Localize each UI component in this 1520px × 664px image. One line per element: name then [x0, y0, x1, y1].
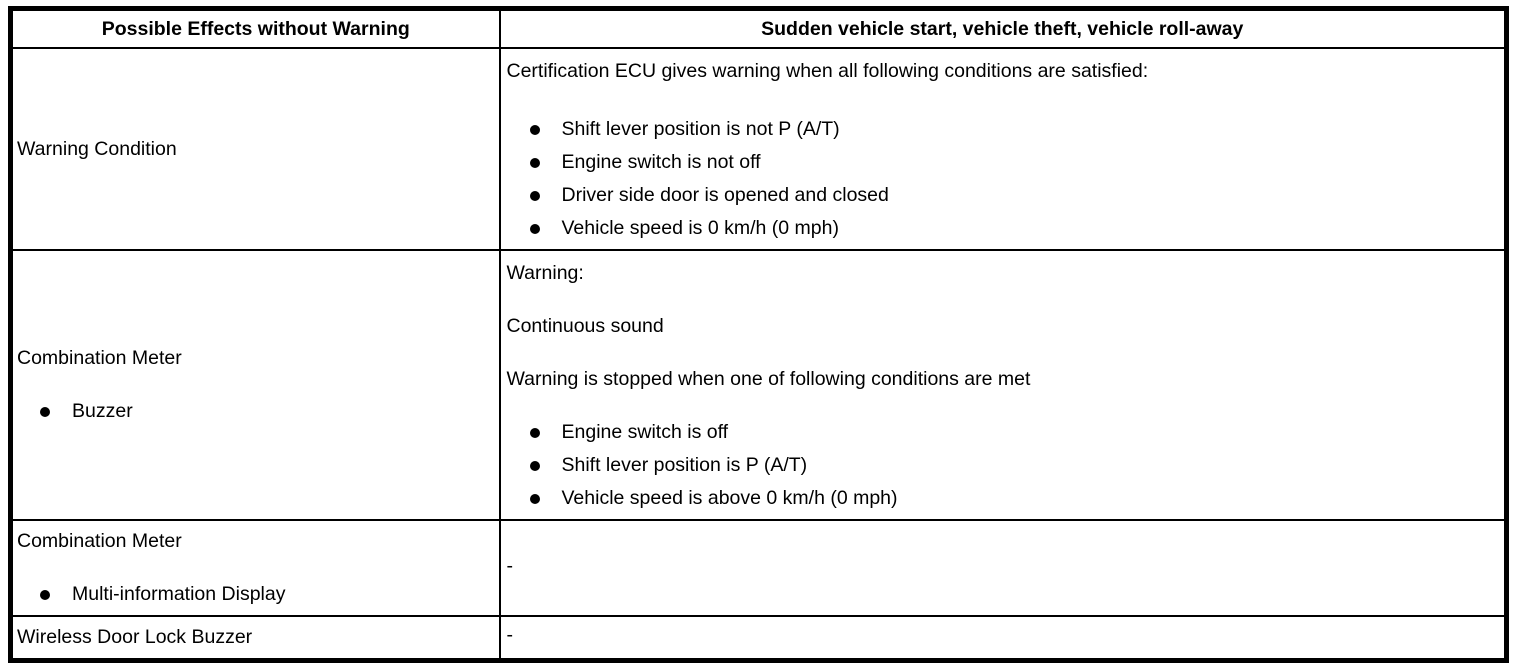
dash-value: - — [506, 554, 514, 577]
list-item-text: Driver side door is opened and closed — [561, 184, 889, 206]
table-row-wireless-door-lock-buzzer: Wireless Door Lock Buzzer - — [9, 615, 1508, 662]
bullet-icon — [40, 406, 50, 417]
bullet-icon — [529, 460, 540, 471]
warning-detail-cell: - — [498, 615, 1508, 662]
table-row-multi-information-display: Combination Meter Multi-information Disp… — [9, 519, 1508, 617]
warning-detail-cell: Certification ECU gives warning when all… — [498, 47, 1508, 251]
table-header: Possible Effects without Warning Sudden … — [9, 7, 1508, 49]
dash-value: - — [506, 624, 514, 646]
list-item-text: Multi-information Display — [72, 583, 286, 605]
warning-detail-cell: - — [498, 519, 1508, 617]
bullet-icon — [529, 124, 540, 135]
effect-label-cell: Wireless Door Lock Buzzer — [9, 615, 501, 662]
effect-label-cell: Combination Meter Multi-information Disp… — [9, 519, 501, 617]
effect-label: Warning Condition — [17, 137, 177, 160]
bullet-icon — [529, 157, 540, 168]
effect-label-cell: Warning Condition — [9, 47, 501, 251]
effect-label: Combination Meter — [17, 530, 182, 552]
bullet-icon — [529, 427, 540, 438]
bullet-icon — [529, 493, 540, 504]
list-item: Driver side door is opened and closed — [507, 179, 1497, 212]
list-item-text: Engine switch is off — [561, 421, 729, 443]
list-item: Shift lever position is not P (A/T) — [507, 113, 1497, 146]
bullet-icon — [529, 190, 540, 201]
table-body: Warning Condition Certification ECU give… — [9, 47, 1508, 662]
warning-paragraph: Warning is stopped when one of following… — [506, 368, 1031, 390]
warning-detail-cell: Warning: Continuous sound Warning is sto… — [498, 249, 1508, 521]
list-item: Vehicle speed is above 0 km/h (0 mph) — [507, 482, 1497, 515]
bullet-icon — [40, 589, 50, 600]
effect-label: Wireless Door Lock Buzzer — [17, 626, 253, 648]
table-row-buzzer: Combination Meter Buzzer Warning: Contin… — [9, 249, 1508, 521]
header-effects-cell: Possible Effects without Warning — [9, 7, 501, 49]
effect-label: Combination Meter — [17, 347, 182, 369]
header-row: Possible Effects without Warning Sudden … — [9, 7, 1508, 49]
list-item-text: Vehicle speed is above 0 km/h (0 mph) — [561, 487, 898, 509]
list-item: Engine switch is not off — [507, 146, 1497, 179]
list-item-text: Buzzer — [72, 400, 133, 422]
effect-sub-list: Multi-information Display — [17, 578, 493, 611]
warning-paragraph: Warning: — [506, 262, 584, 284]
list-item: Engine switch is off — [507, 416, 1497, 449]
stop-conditions-list: Engine switch is off Shift lever positio… — [507, 416, 1497, 515]
list-item-text: Engine switch is not off — [561, 151, 761, 173]
list-item: Buzzer — [17, 395, 493, 428]
list-item-text: Shift lever position is P (A/T) — [561, 454, 808, 476]
list-item: Shift lever position is P (A/T) — [507, 449, 1497, 482]
bullet-icon — [529, 223, 540, 234]
list-item: Vehicle speed is 0 km/h (0 mph) — [507, 212, 1497, 245]
warning-intro-text: Certification ECU gives warning when all… — [506, 60, 1149, 82]
list-item-text: Vehicle speed is 0 km/h (0 mph) — [561, 217, 839, 239]
warning-conditions-list: Shift lever position is not P (A/T) Engi… — [507, 113, 1497, 245]
list-item: Multi-information Display — [17, 578, 493, 611]
effect-label-cell: Combination Meter Buzzer — [9, 249, 501, 521]
list-item-text: Shift lever position is not P (A/T) — [561, 118, 840, 140]
effect-sub-list: Buzzer — [17, 395, 493, 428]
table-row-warning-condition: Warning Condition Certification ECU give… — [9, 47, 1508, 251]
warning-paragraph: Continuous sound — [506, 315, 664, 337]
effects-warning-table: Possible Effects without Warning Sudden … — [8, 6, 1509, 663]
header-warning-cell: Sudden vehicle start, vehicle theft, veh… — [498, 7, 1508, 49]
